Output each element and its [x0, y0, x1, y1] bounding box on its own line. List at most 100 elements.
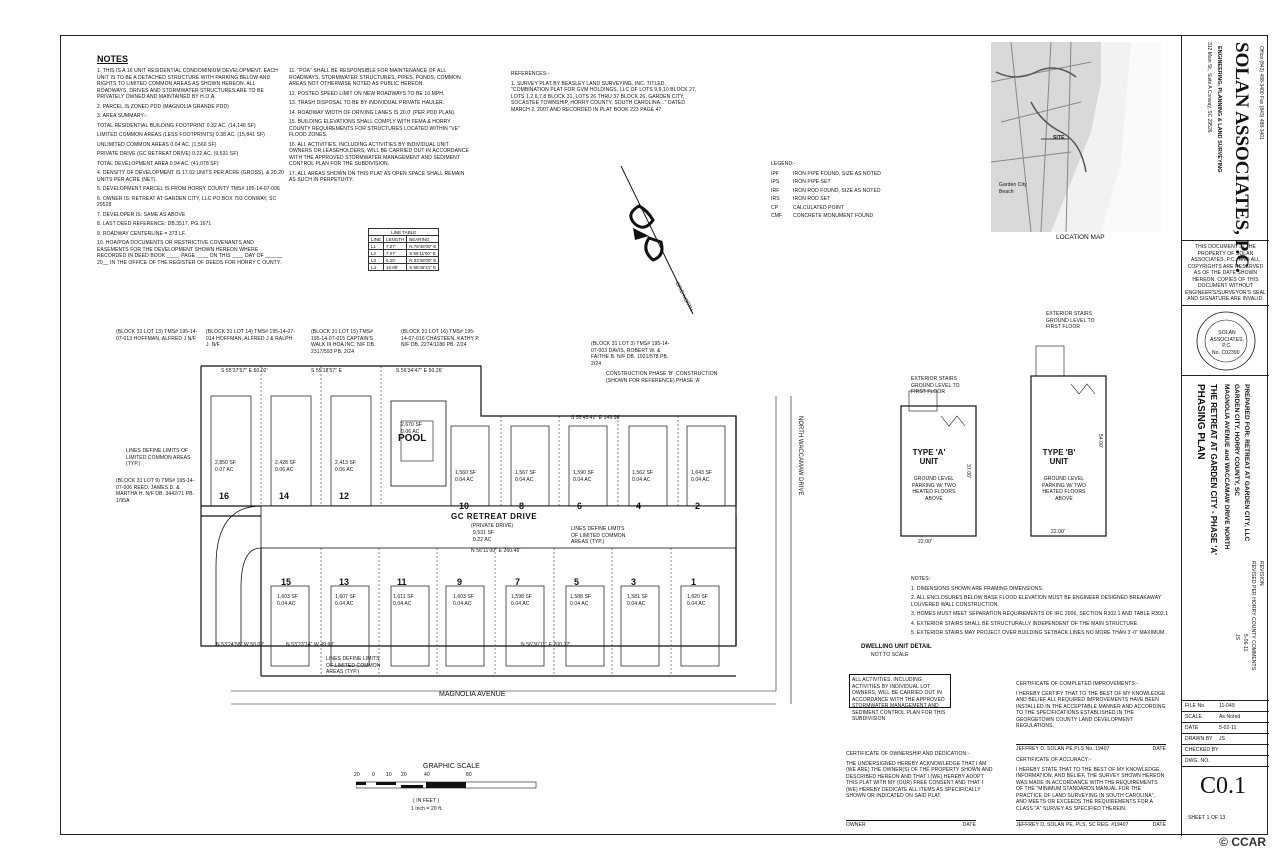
project-line: MAGNOLIA AVENUE and WACCAMAW DRIVE NORTH: [1223, 384, 1230, 550]
phase-a-label: CONSTRUCTION PHASE 'A': [676, 371, 718, 384]
notes-column-2: 11. "POA" SHALL BE RESPONSIBLE FOR MAINT…: [289, 68, 469, 187]
title-block: SOLAN ASSOCIATES, P.C. ENGINEERING, PLAN…: [1181, 36, 1269, 836]
pool-label: POOL: [398, 433, 427, 444]
ownership-title: CERTIFICATE OF OWNERSHIP AND DEDICATION:…: [846, 751, 970, 757]
legend-desc: IRON ROD FOUND, SIZE AS NOTED: [793, 187, 881, 194]
note-item: 5. DEVELOPMENT PARCEL IS FROM HORRY COUN…: [97, 186, 280, 192]
title-info-label: DATE: [1185, 725, 1199, 731]
south-lot-number: 15: [281, 577, 292, 587]
seal-name: SOLAN ASSOCIATES, P.C.: [1210, 330, 1245, 349]
note-item: TOTAL DEVELOPMENT AREA 0.94 AC. (41,078 …: [97, 160, 219, 167]
note-item: LIMITED COMMON AREAS (LESS FOOTPRINTS) 0…: [97, 132, 265, 138]
accuracy-date-label: DATE: [1152, 822, 1166, 828]
plan-title: PHASING PLAN: [1195, 384, 1206, 460]
type-a-stairs: EXTERIOR STAIRS GROUND LEVEL TO FIRST FL…: [911, 376, 960, 395]
certificate-accuracy: CERTIFICATE OF ACCURACY:- I HEREBY STATE…: [1016, 757, 1166, 812]
north-lot-number: 4: [636, 501, 642, 511]
north-lot-area: 2,850 SF 0.07 AC: [215, 460, 237, 473]
disclaimer: THIS DOCUMENT IS THE PROPERTY OF SOLAN A…: [1182, 241, 1269, 306]
north-lot-area: 1,562 SF 0.04 AC: [632, 470, 654, 483]
south-lot-number: 7: [515, 577, 521, 587]
improvements-signature-line: JEFFREY D. SOLAN PE,PLS No. 19407 DATE: [1016, 744, 1166, 753]
dwelling-detail-scale: NOT TO SCALE: [871, 652, 909, 658]
legend-desc: IRON PIPE SET: [793, 179, 831, 185]
adjoiner-lot-13: (BLOCK 31 LOT 13) TMS# 195-14-07-013 HOF…: [116, 329, 198, 342]
north-lot-area: 1,560 SF 0.04 AC: [455, 470, 477, 483]
street-magnolia: MAGNOLIA AVENUE: [439, 691, 506, 698]
type-b-title: TYPE 'B' UNIT: [1042, 448, 1076, 466]
legend-title: LEGEND:-: [771, 161, 796, 167]
lca-note-2: LINES DEFINE LIMITS OF LIMITED COMMON AR…: [571, 526, 626, 545]
line-table-title: LINE TABLE: [367, 228, 440, 236]
south-lot-number: 3: [631, 577, 637, 587]
improvements-text: I HEREBY CERTIFY THAT TO THE BEST OF MY …: [1016, 690, 1166, 730]
type-b-depth: 54.00': [1097, 434, 1103, 449]
firm-name: SOLAN ASSOCIATES, P.C.: [1231, 42, 1252, 273]
note-item: 14. ROADWAY WIDTH OF DRIVING LANES IS 20…: [289, 109, 456, 116]
bearing-2: S 55'18'57" E: [311, 368, 343, 374]
north-lot-number: 10: [459, 501, 470, 511]
north-lot-area: 1,590 SF 0.04 AC: [573, 470, 595, 483]
bearing-1: S 55'37'57" E 50.02': [221, 368, 268, 374]
type-a-width: 22.00': [918, 539, 933, 545]
road-area: 9,531 SF 0.22 AC: [473, 530, 495, 543]
graphic-scale-unit: ( IN FEET ): [413, 798, 440, 804]
legend-code: CP: [771, 204, 779, 211]
pool-area: 2,670 SF 0.06 AC: [401, 422, 423, 435]
project-line: PREPARED FOR: RETREAT AT GARDEN CITY, LL…: [1243, 384, 1250, 542]
note-item: 17. ALL AREAS SHOWN ON THIS PLAT AS OPEN…: [289, 170, 465, 184]
adjoiner-lot-15: (BLOCK 31 LOT 15) TMS# 195-14-07-015 CAP…: [311, 329, 376, 355]
graphic-scale-title: GRAPHIC SCALE: [423, 763, 480, 770]
south-lot-number: 5: [574, 577, 580, 587]
type-b-width: 22.00': [1051, 529, 1066, 535]
firm-phone: Office (843) 488-3400 Fax (843) 488-3401: [1258, 46, 1264, 140]
line-table-cell: N 33'48'00" E: [406, 256, 440, 264]
legend-code: IRS: [771, 196, 780, 202]
note-item: 8. LAST DEED REFERENCE: DB.3517, PG.1671: [97, 221, 212, 227]
title-info-value: 11-049: [1219, 703, 1235, 709]
north-lot-number: 14: [279, 491, 290, 501]
south-lot-area: 1,611 SF 0.04 AC: [393, 594, 414, 607]
note-item: 13. TRASH DISPOSAL TO BE BY INDIVIDUAL P…: [289, 100, 445, 106]
title-info-label: FILE No.: [1185, 703, 1206, 709]
owner-date-label: DATE: [962, 822, 976, 828]
notes-column-1: 1. THIS IS A 16 UNIT RESIDENTIAL CONDOMI…: [97, 68, 287, 269]
road-name: GC RETREAT DRIVE: [451, 512, 538, 521]
road-sub: (PRIVATE DRIVE): [471, 523, 514, 529]
line-table-header-cell: LENGTH: [383, 235, 408, 243]
accuracy-signature-line: JEFFREY D. SOLAN PE, PLS, SC REG. #19407…: [1016, 820, 1166, 829]
drawing-sheet: NOTES 1. THIS IS A 16 UNIT RESIDENTIAL C…: [60, 35, 1269, 836]
north-lot-number: 6: [577, 501, 583, 511]
north-lot-number: 12: [339, 491, 350, 501]
type-a-depth: 37.00': [965, 464, 971, 479]
dwelling-detail-title: DWELLING UNIT DETAIL: [861, 644, 932, 650]
note-item: 15. BUILDING ELEVATIONS SHALL COMPLY WIT…: [289, 119, 460, 138]
project-line: GARDEN CITY, HORRY COUNTY, SC: [1233, 384, 1240, 496]
south-lot-area: 1,620 SF 0.04 AC: [687, 594, 709, 607]
note-item: PRIVATE DRIVE (GC RETREAT DRIVE) 0.22 AC…: [97, 151, 239, 157]
type-a-title: TYPE 'A' UNIT: [912, 448, 946, 466]
title-info-label: CHECKED BY: [1185, 747, 1219, 753]
ownership-text: THE UNDERSIGNED HEREBY ACKNOWLEDGE THAT …: [846, 760, 993, 800]
adjoiner-lot-9: (BLOCK 31 LOT 9) TMS# 195-14-07-006 REED…: [116, 478, 195, 504]
unit-note: 3. HOMES MUST MEET SEPARATION REQUIREMEN…: [911, 611, 1169, 617]
south-lot-number: 13: [339, 577, 350, 587]
scale-tick-label: 10: [386, 772, 392, 778]
title-info-value: As Noted: [1219, 714, 1241, 720]
south-lot-area: 1,603 SF 0.04 AC: [453, 594, 475, 607]
legend-code: IRF: [771, 187, 780, 194]
phase-b-label: CONSTRUCTION PHASE 'B' (SHOWN FOR REFERE…: [606, 371, 675, 384]
type-a-desc: GROUND LEVEL PARKING W/ TWO HEATED FLOOR…: [912, 476, 956, 502]
accuracy-text: I HEREBY STATE THAT TO THE BEST OF MY KN…: [1016, 766, 1165, 812]
graphic-scale-ratio: 1 inch = 20 ft.: [411, 806, 443, 812]
